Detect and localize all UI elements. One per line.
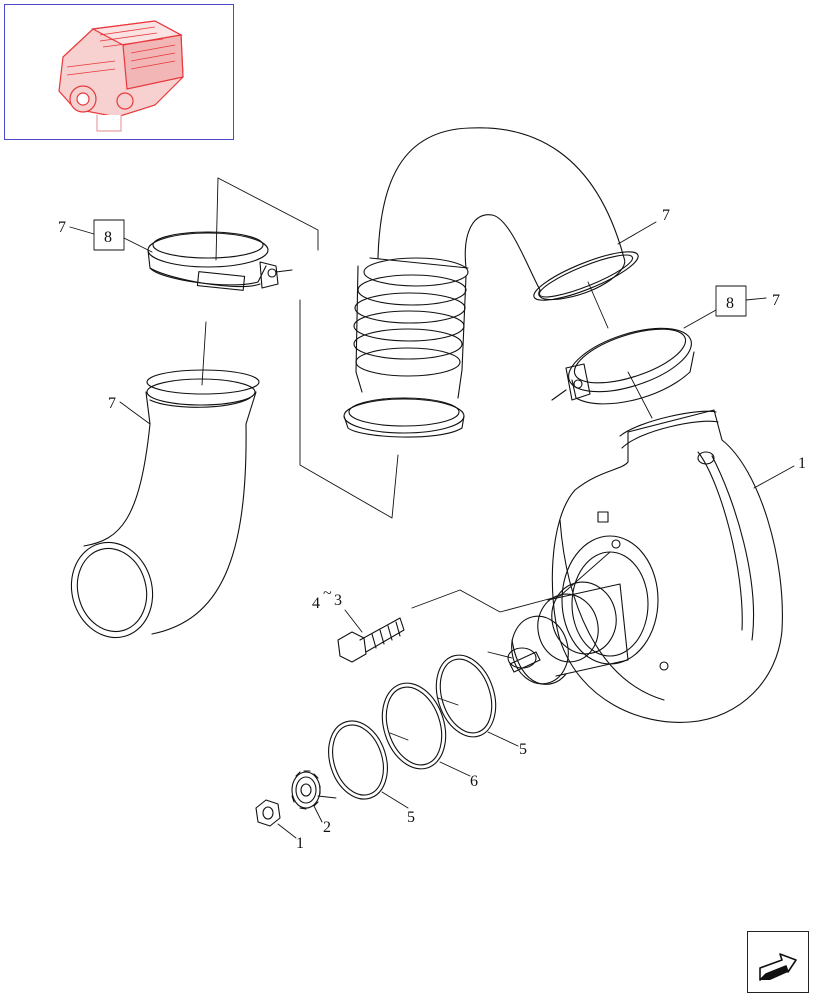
o-ring-6 [381, 682, 447, 770]
callout-8-top-left: 8 [104, 229, 112, 246]
callout-5-lower: 5 [407, 809, 415, 826]
gear [291, 770, 321, 810]
callout-1-nut: 1 [296, 835, 304, 852]
turbocharger [507, 409, 783, 723]
callout-8-right: 8 [726, 295, 734, 312]
callout-leaders [69, 219, 795, 839]
callout-2: 2 [323, 819, 331, 836]
callout-7-top-right: 7 [662, 207, 670, 224]
clamp-top-left [147, 231, 293, 291]
callout-6: 6 [470, 773, 478, 790]
o-ring-5-upper [435, 654, 497, 738]
callout-5-upper: 5 [519, 741, 527, 758]
next-page-arrow-icon [759, 953, 797, 981]
clamp-right [551, 327, 695, 405]
callout-1-turbo: 1 [798, 455, 806, 472]
pipe-bend [343, 127, 639, 438]
callout-7-top-left: 7 [58, 219, 66, 236]
callout-labels: 7 8 7 8 7 7 1 4 ~ 3 5 6 5 2 1 [58, 207, 806, 852]
next-page-button[interactable] [747, 931, 809, 993]
engine-thumbnail-icon [58, 20, 184, 132]
nut [255, 799, 281, 827]
bolt [337, 617, 405, 663]
guide-lines [201, 177, 653, 799]
callout-7-left-pipe: 7 [108, 395, 116, 412]
engine-thumbnail[interactable] [4, 4, 234, 140]
o-ring-5-lower [328, 720, 388, 800]
callout-tilde: ~ [323, 585, 332, 602]
elbow-pipe [70, 369, 260, 639]
callout-7-right: 7 [772, 292, 780, 309]
callout-4: 4 [312, 595, 320, 612]
callout-3: 3 [334, 592, 342, 609]
